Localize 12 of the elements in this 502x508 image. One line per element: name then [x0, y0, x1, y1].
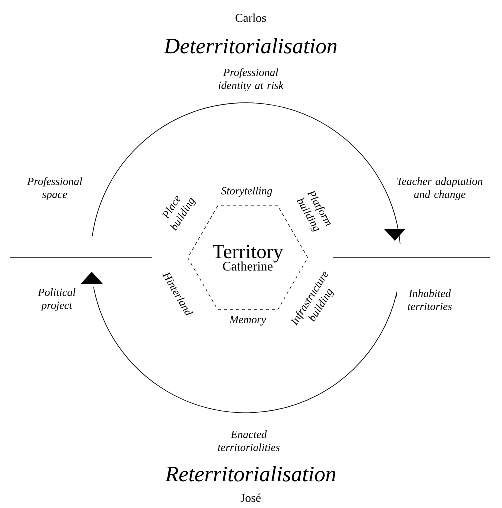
author-name: Carlos — [236, 14, 266, 22]
hexagon-side-label: Storytelling — [221, 187, 272, 197]
author-name: José — [240, 494, 261, 502]
hexagon-side-label: Memory — [230, 316, 266, 326]
side-label: Political project — [38, 288, 76, 312]
arc-label: Enacted territorialities — [218, 430, 280, 452]
side-label: Professional space — [27, 177, 82, 201]
phase-heading: Deterritorialisation — [164, 38, 337, 54]
side-label: Teacher adaptation and change — [398, 178, 483, 200]
side-label: Inhabited territories — [408, 290, 452, 310]
phase-heading: Reterritorialisation — [165, 466, 336, 482]
arc-label: Professional identity at risk — [218, 68, 284, 92]
